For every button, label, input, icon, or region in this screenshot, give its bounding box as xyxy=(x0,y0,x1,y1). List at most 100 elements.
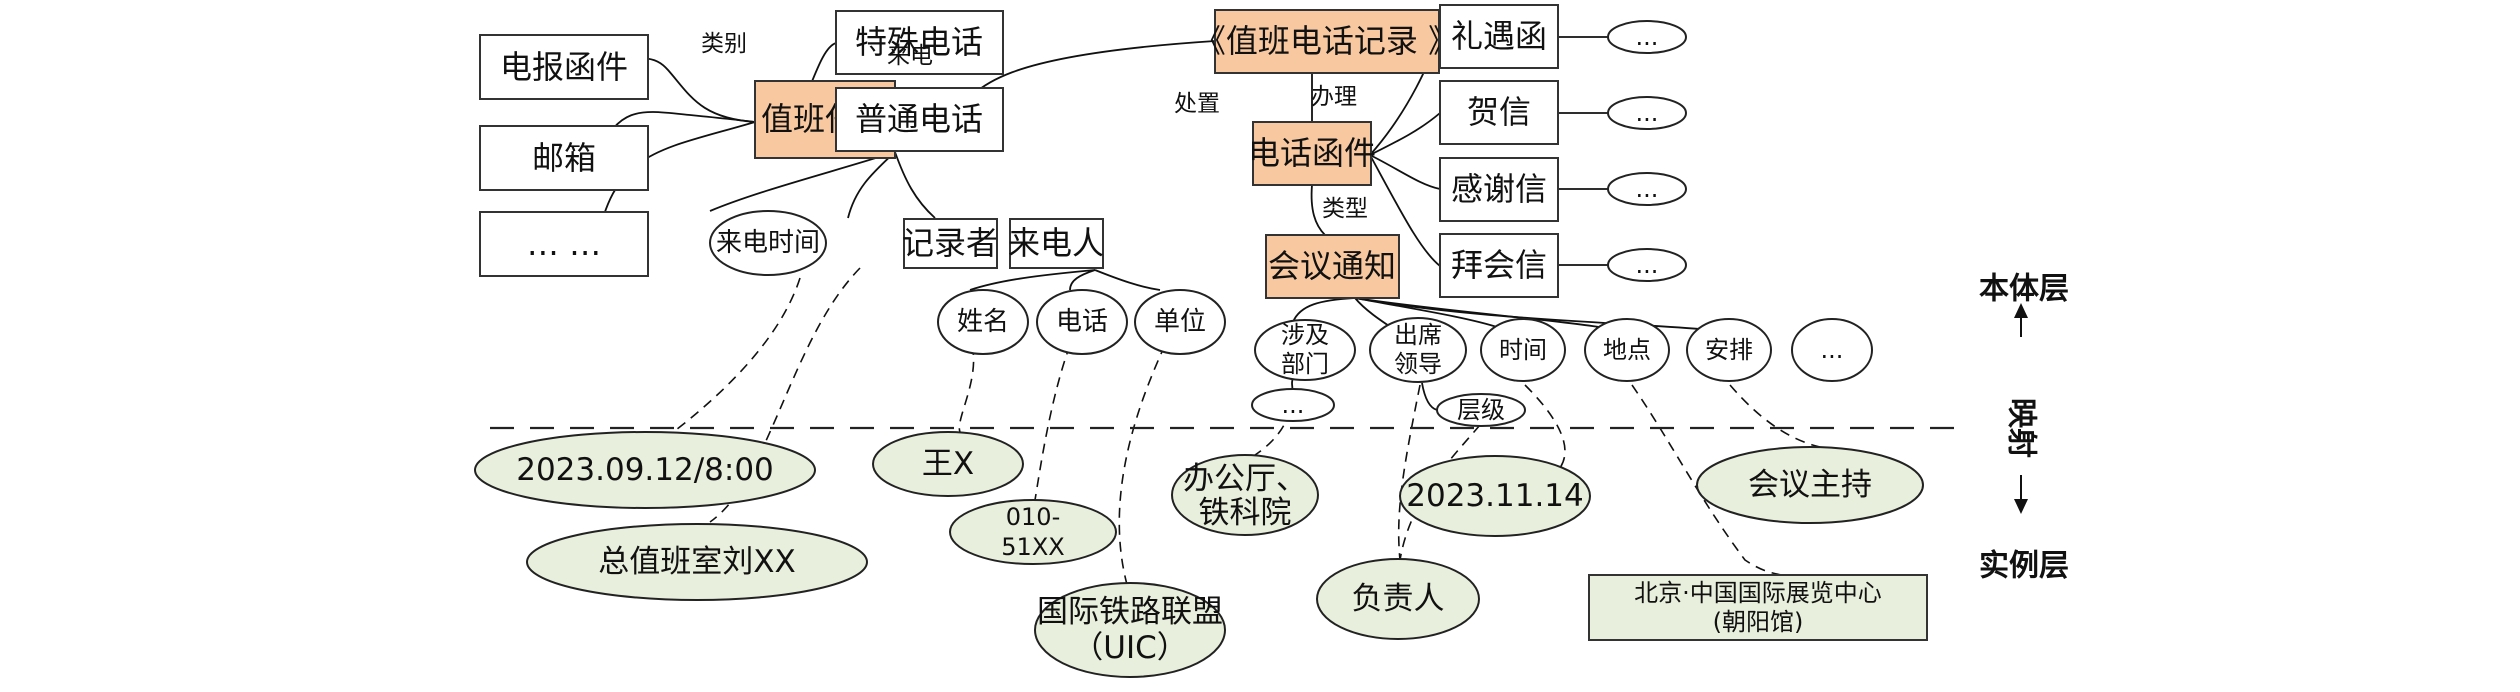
map-time xyxy=(644,277,801,454)
down-arrow-icon xyxy=(2014,475,2028,514)
normal-call-node[interactable]: 普通电话 xyxy=(835,87,1004,152)
svg-text:《值班电话记录 》: 《值班电话记录 》 xyxy=(1194,22,1460,60)
mapping-label: 映射 xyxy=(2004,398,2039,458)
call-time-attr[interactable]: 来电时间 xyxy=(709,210,827,276)
letter-type-child[interactable]: ... xyxy=(1607,248,1687,282)
ontology-layer-label: 本体层 xyxy=(1979,272,2069,307)
letter-type-child[interactable]: ... xyxy=(1607,96,1687,130)
link-pl-gx xyxy=(1369,154,1441,190)
svg-text:涉及: 涉及 xyxy=(1281,321,1329,349)
link-pl-bh xyxy=(1369,154,1441,267)
edge-label-type: 类型 xyxy=(1322,196,1368,222)
svg-text:...: ... xyxy=(1282,391,1305,419)
svg-text:国际铁路联盟: 国际铁路联盟 xyxy=(1037,594,1223,630)
svg-text:邮箱: 邮箱 xyxy=(532,139,596,177)
svg-text:（UIC）: （UIC） xyxy=(1072,630,1187,666)
svg-text:普通电话: 普通电话 xyxy=(855,100,983,138)
letter-type-visit[interactable]: 拜会信 xyxy=(1439,233,1559,298)
svg-text:...: ... xyxy=(1636,251,1659,279)
letter-type-thanks[interactable]: 感谢信 xyxy=(1439,157,1559,222)
caller-phone-attr[interactable]: 电话 xyxy=(1036,289,1128,355)
svg-text:会议主持: 会议主持 xyxy=(1748,467,1872,503)
svg-text:电报函件: 电报函件 xyxy=(500,48,628,86)
svg-text:记录者: 记录者 xyxy=(902,224,998,262)
special-call-node[interactable]: 特殊电话 xyxy=(835,10,1004,75)
duty-phone-record-node[interactable]: 《值班电话记录 》 xyxy=(1194,9,1460,74)
meeting-attr-more[interactable]: ... xyxy=(1791,318,1873,382)
source-more[interactable]: … … xyxy=(479,211,649,277)
source-electronic-letter[interactable]: 电报函件 xyxy=(479,34,649,100)
meeting-attr-arrangement[interactable]: 安排 xyxy=(1686,318,1772,382)
instance-person-in-charge[interactable]: 负责人 xyxy=(1316,558,1480,640)
svg-text:时间: 时间 xyxy=(1499,336,1547,364)
instance-call-time[interactable]: 2023.09.12/8:00 xyxy=(474,431,816,509)
svg-text:...: ... xyxy=(1636,23,1659,51)
link-meet-arrange xyxy=(1354,297,1713,331)
letter-type-congrats[interactable]: 贺信 xyxy=(1439,80,1559,145)
meeting-attr-departments[interactable]: 涉及 部门 xyxy=(1254,319,1356,381)
edge-label-category: 类别 xyxy=(701,31,747,57)
map-time2 xyxy=(1524,384,1566,479)
meeting-attr-leaders[interactable]: 出席 领导 xyxy=(1369,317,1467,383)
instance-recorder[interactable]: 总值班室刘XX xyxy=(526,523,868,601)
svg-text:王X: 王X xyxy=(922,446,974,482)
up-arrow-icon xyxy=(2014,303,2028,337)
svg-text:单位: 单位 xyxy=(1154,307,1206,337)
instance-meeting-date[interactable]: 2023.11.14 xyxy=(1399,455,1591,537)
caller-attr[interactable]: 来电人 xyxy=(1008,218,1104,269)
svg-text:负责人: 负责人 xyxy=(1352,581,1445,617)
link-normal-time xyxy=(709,151,896,212)
source-mailbox[interactable]: 邮箱 xyxy=(479,125,649,191)
link-normal-recorder xyxy=(847,151,896,219)
svg-text:部门: 部门 xyxy=(1281,350,1329,378)
link-leader-level xyxy=(1421,382,1438,411)
map-leader xyxy=(1397,384,1421,561)
svg-text:电话函件: 电话函件 xyxy=(1248,134,1376,172)
svg-text:地点: 地点 xyxy=(1603,336,1651,364)
svg-text:安排: 安排 xyxy=(1705,336,1753,364)
svg-text:...: ... xyxy=(1636,99,1659,127)
instance-phone[interactable]: 010- 51XX xyxy=(949,499,1117,565)
svg-text:总值班室刘XX: 总值班室刘XX xyxy=(598,544,795,580)
meeting-attr-place[interactable]: 地点 xyxy=(1584,318,1670,382)
recorder-attr[interactable]: 记录者 xyxy=(902,218,998,269)
caller-name-attr[interactable]: 姓名 xyxy=(937,289,1029,355)
svg-text:出席: 出席 xyxy=(1394,321,1442,349)
instance-unit[interactable]: 国际铁路联盟 （UIC） xyxy=(1034,582,1226,678)
svg-text:特殊电话: 特殊电话 xyxy=(855,23,983,61)
link-caller-name xyxy=(969,269,1096,291)
instance-arrangement[interactable]: 会议主持 xyxy=(1696,446,1924,524)
svg-text:领导: 领导 xyxy=(1394,350,1442,378)
caller-unit-attr[interactable]: 单位 xyxy=(1134,289,1226,355)
instance-venue[interactable]: 北京·中国国际展览中心 (朝阳馆) xyxy=(1588,574,1928,641)
phone-letter-node[interactable]: 电话函件 xyxy=(1248,121,1376,186)
edge-label-incoming-call: 来电 xyxy=(887,43,933,69)
svg-text:铁科院: 铁科院 xyxy=(1199,495,1292,531)
edge-label-process: 办理 xyxy=(1311,84,1357,110)
svg-text:来电时间: 来电时间 xyxy=(716,228,820,258)
svg-text:(朝阳馆): (朝阳馆) xyxy=(1713,608,1804,636)
svg-text:2023.09.12/8:00: 2023.09.12/8:00 xyxy=(516,452,774,488)
letter-type-child[interactable]: ... xyxy=(1607,172,1687,206)
svg-text:...: ... xyxy=(1636,175,1659,203)
svg-text:电话: 电话 xyxy=(1056,307,1108,337)
map-recorder xyxy=(709,267,861,523)
meeting-attr-time[interactable]: 时间 xyxy=(1480,318,1566,382)
instance-departments[interactable]: 办公厅、 铁科院 xyxy=(1171,454,1319,536)
map-arrange xyxy=(1729,384,1821,448)
svg-text:来电人: 来电人 xyxy=(1008,224,1104,262)
meeting-notice-node[interactable]: 会议通知 xyxy=(1265,234,1400,299)
leader-level-attr[interactable]: 层级 xyxy=(1436,393,1526,427)
department-child[interactable]: ... xyxy=(1251,388,1335,422)
map-phone xyxy=(1034,344,1071,501)
svg-text:姓名: 姓名 xyxy=(957,307,1009,337)
svg-text:拜会信: 拜会信 xyxy=(1451,246,1547,284)
link-phoneletter-meeting xyxy=(1310,184,1326,236)
svg-text:2023.11.14: 2023.11.14 xyxy=(1406,478,1584,514)
letter-type-courtesy[interactable]: 礼遇函 xyxy=(1439,4,1559,69)
letter-type-child[interactable]: ... xyxy=(1607,20,1687,54)
map-name xyxy=(958,344,975,433)
link-normal-caller xyxy=(894,151,936,219)
link-caller-unit xyxy=(1094,269,1161,291)
instance-name[interactable]: 王X xyxy=(872,431,1024,497)
